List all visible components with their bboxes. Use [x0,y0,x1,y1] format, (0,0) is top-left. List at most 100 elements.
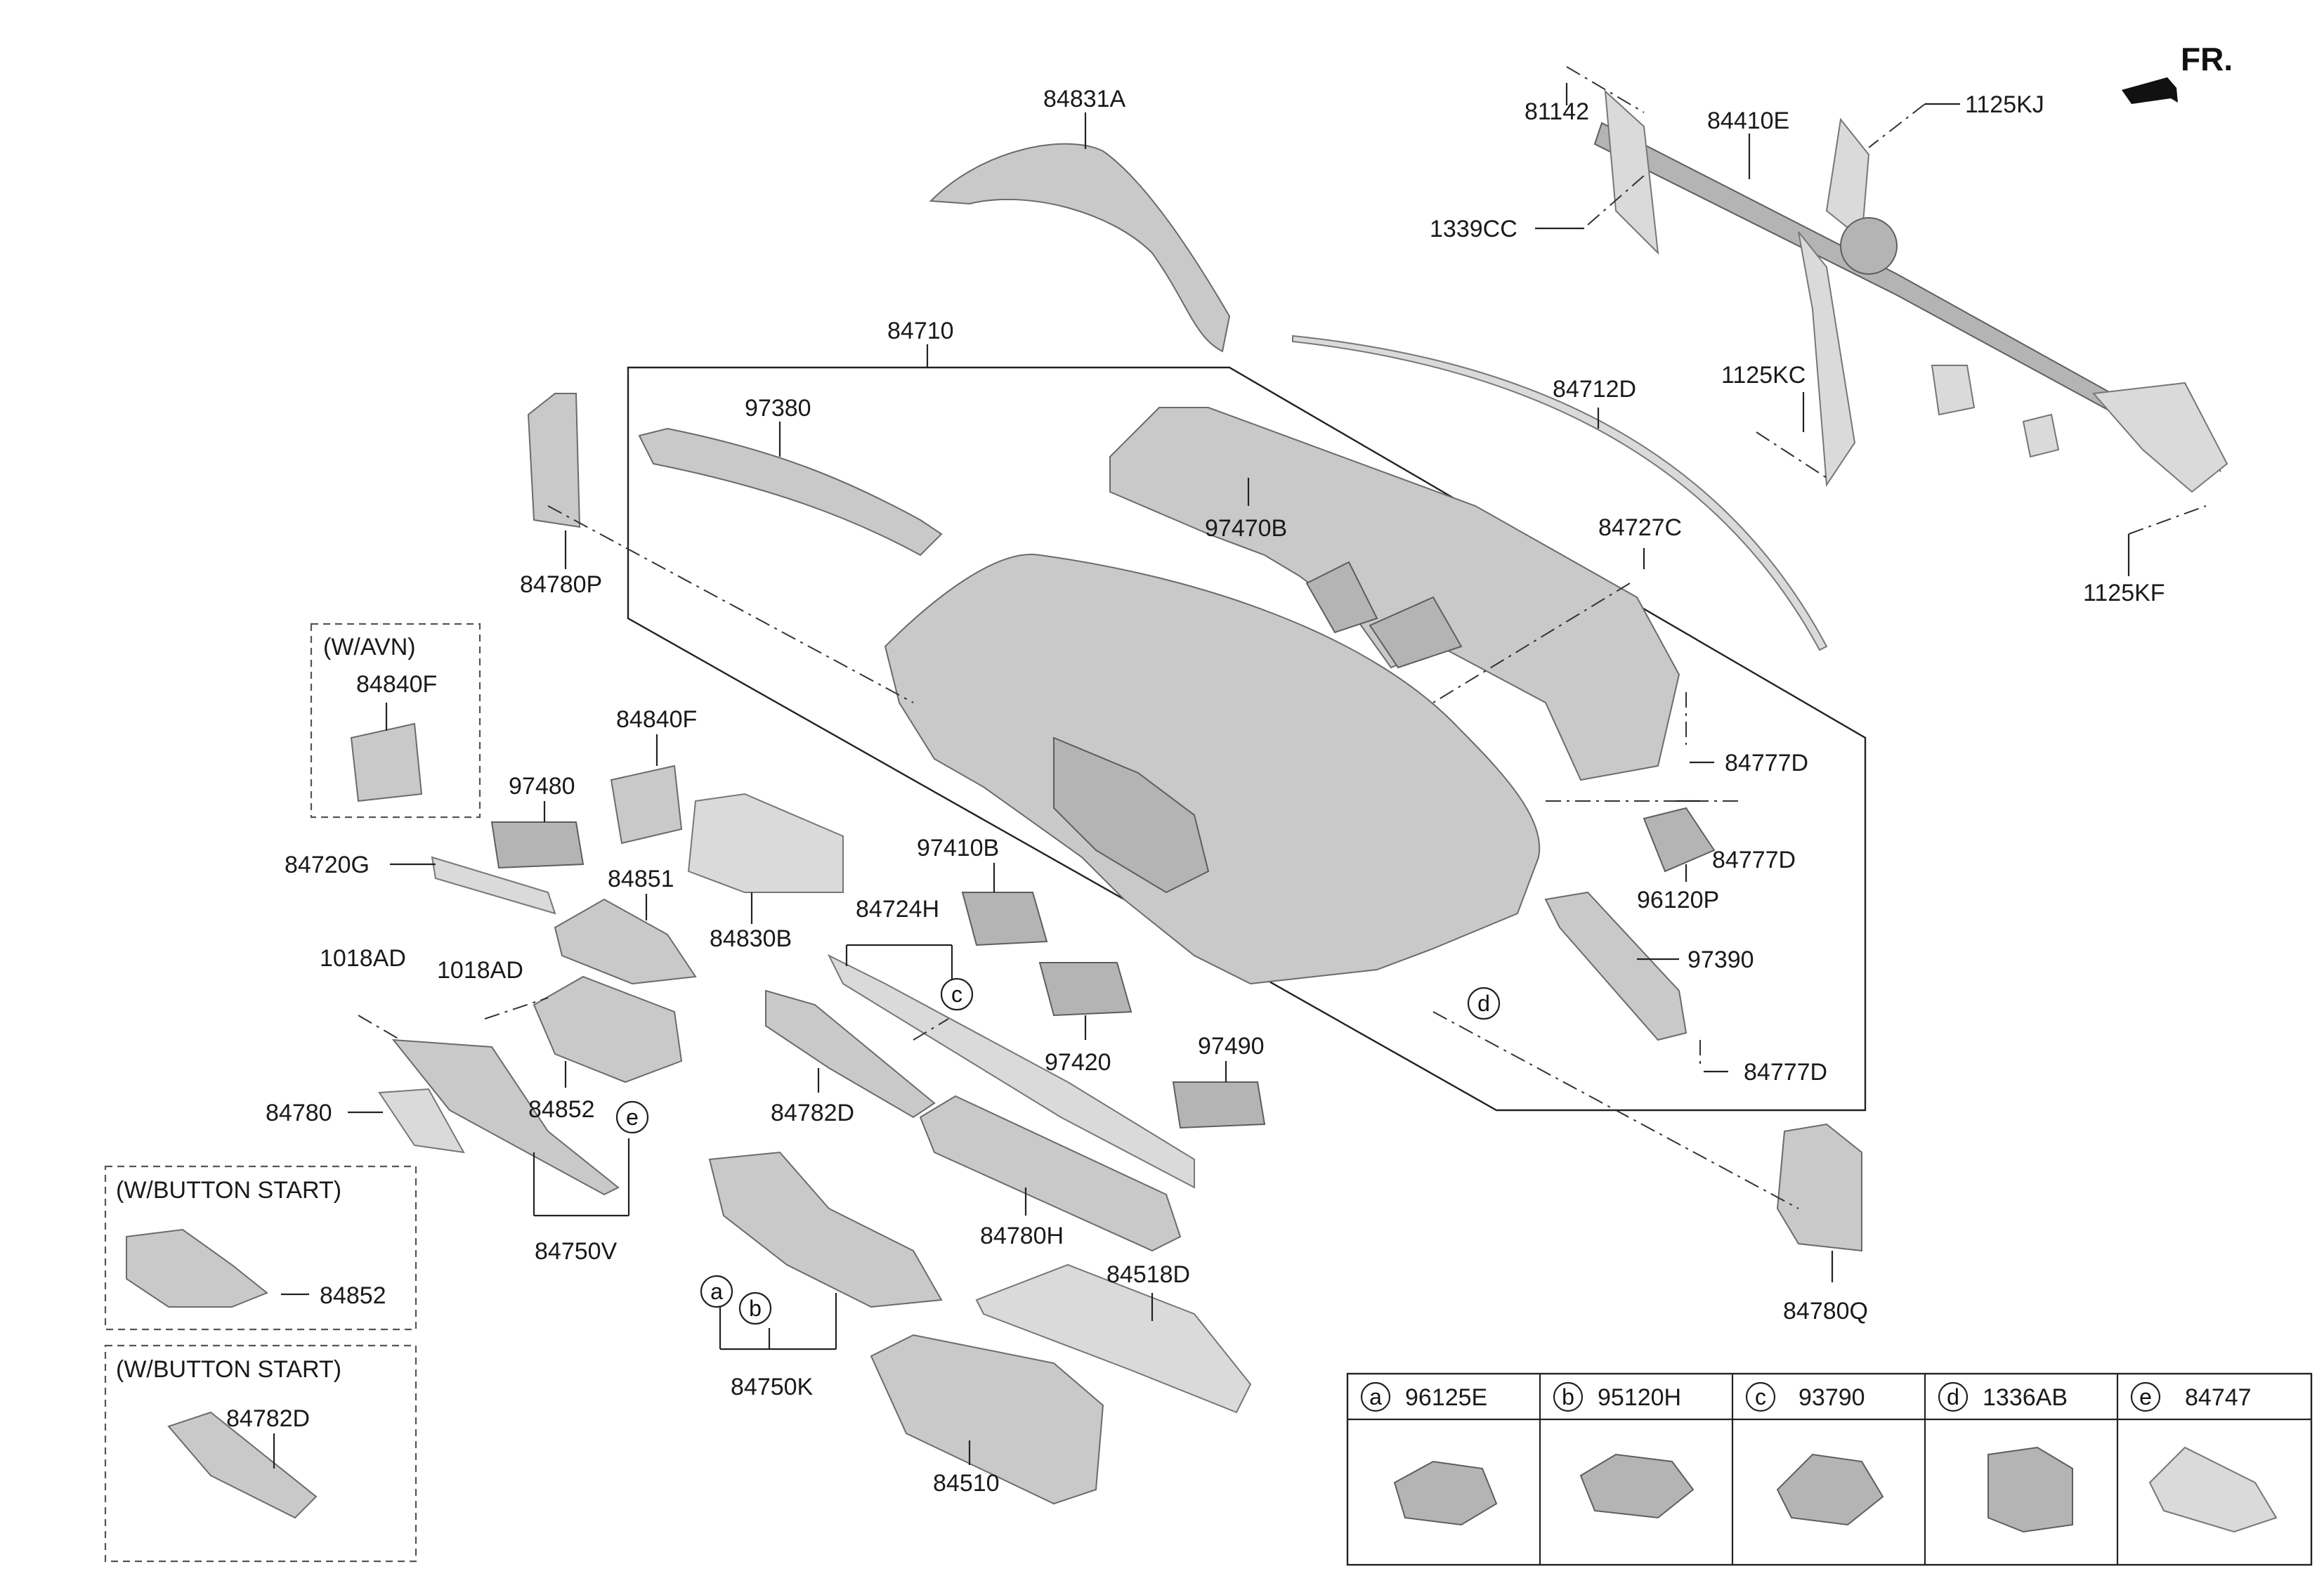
label-97390: 97390 [1687,946,1754,973]
center-vent-outlet-left [1305,561,1378,634]
label-97470B: 97470B [1205,515,1287,542]
center-garnish-84724H [827,954,1195,1189]
legend-part-d: 1336AB [1983,1384,2068,1411]
side-vent-97410B [961,892,1048,946]
label-1125KF: 1125KF [2083,580,2165,606]
button-start-option-note-2: (W/BUTTON START) [116,1356,341,1383]
legend-cell-c: c 93790 [1745,1381,1884,1526]
label-84410E: 84410E [1707,108,1789,134]
label-84782D-button-start: 84782D [226,1405,310,1432]
label-81142: 81142 [1525,98,1589,125]
callout-e: e [615,1100,649,1134]
reference-line-1125KF [2128,505,2207,535]
svg-text:a: a [1369,1384,1382,1410]
label-84852-button-start: 84852 [320,1282,386,1309]
label-97490: 97490 [1198,1033,1265,1060]
knee-panel-84782D [765,989,936,1119]
svg-text:d: d [1477,991,1490,1016]
svg-text:c: c [951,982,962,1007]
button-start-option-note-1: (W/BUTTON START) [116,1177,341,1204]
steering-column-lower-shroud [533,975,683,1083]
button-start-knee-panel [167,1411,318,1519]
label-97380: 97380 [745,395,811,422]
label-1125KJ: 1125KJ [1965,91,2044,118]
front-direction-indicator: FR. [2122,41,2233,104]
label-96120P: 96120P [1637,887,1719,913]
label-84840F-avn: 84840F [356,671,437,698]
legend-cell-b: b 95120H [1553,1381,1695,1519]
callout-d: d [1467,987,1501,1020]
legend-cell-a: a 96125E [1360,1381,1498,1526]
label-97410B: 97410B [917,835,999,861]
label-97420: 97420 [1045,1049,1111,1076]
glove-box-housing-84518D [975,1263,1252,1414]
steering-support-beam [1593,89,2228,493]
label-84780: 84780 [266,1100,332,1126]
label-97480: 97480 [509,773,575,800]
lower-crash-pad-panel-84750V [391,1039,620,1196]
button-start-option-box-1 [104,1165,417,1331]
svg-text:b: b [749,1296,762,1321]
steering-column-upper-shroud [554,898,697,985]
label-84720G: 84720G [285,852,370,878]
side-vent-97490 [1172,1081,1266,1129]
svg-text:b: b [1562,1384,1574,1410]
switch-panel-84720G [431,856,556,915]
reference-line-84724H [913,1018,949,1041]
legend-image-c [1776,1453,1884,1526]
svg-text:e: e [626,1105,639,1130]
reference-line-84727C [1432,583,1631,703]
leader-lines [273,83,2130,1469]
legend-image-a [1393,1460,1498,1526]
label-84840F: 84840F [616,706,697,733]
lower-crash-pad-panel-84750K [708,1151,943,1308]
instrument-hood-cover [929,143,1231,353]
side-trim-left [527,393,581,528]
callout-b: b [738,1291,772,1325]
label-84518D: 84518D [1106,1261,1190,1288]
label-84851: 84851 [608,866,674,892]
label-84782D: 84782D [771,1100,854,1126]
label-84780P: 84780P [520,571,602,598]
label-1018AD-1: 1018AD [320,945,406,972]
garnish-84780H [919,1095,1182,1252]
label-84780Q: 84780Q [1783,1298,1868,1325]
legend-part-a: 96125E [1405,1384,1487,1411]
reference-line-1018AD-1 [358,1015,401,1041]
callout-c: c [940,977,974,1011]
label-1125KC: 1125KC [1721,362,1806,389]
center-air-duct [1109,407,1680,781]
reference-line-1125KC [1756,431,1827,479]
legend-image-e [2148,1446,2278,1533]
callout-a: a [700,1275,733,1308]
label-84727C: 84727C [1598,514,1682,541]
svg-text:e: e [2139,1384,2152,1410]
svg-text:c: c [1755,1384,1766,1410]
legend-part-c: 93790 [1799,1384,1865,1411]
front-label: FR. [2181,41,2233,77]
label-84510: 84510 [933,1470,1000,1497]
center-vent-outlet-right [1369,596,1463,669]
component-96120P [1643,807,1716,873]
reference-line-84780Q [1432,1011,1799,1209]
svg-text:a: a [710,1279,723,1304]
legend-image-b [1579,1453,1695,1519]
part-number-labels: 84831A 81142 84410E 1125KJ 1339CC 84710 … [226,86,2165,1497]
dashboard-assembly-frame [627,366,1867,1112]
side-defroster-duct [638,427,943,557]
glove-box-84510 [870,1334,1104,1505]
lower-trim-84780 [378,1088,465,1154]
legend-part-e: 84747 [2185,1384,2252,1411]
avn-option-note: (W/AVN) [323,634,416,660]
crash-pad-moulding [1292,334,1828,651]
reference-line-81142 [1566,66,1645,113]
svg-text:d: d [1947,1384,1959,1410]
reference-line-1018AD-2 [484,997,549,1020]
legend-cell-d: d 1336AB [1938,1381,2073,1533]
legend-image-d [1987,1446,2073,1533]
main-crash-pad [884,554,1541,985]
cluster-fascia-panel [687,793,844,893]
avn-bezel-avn [350,722,423,802]
